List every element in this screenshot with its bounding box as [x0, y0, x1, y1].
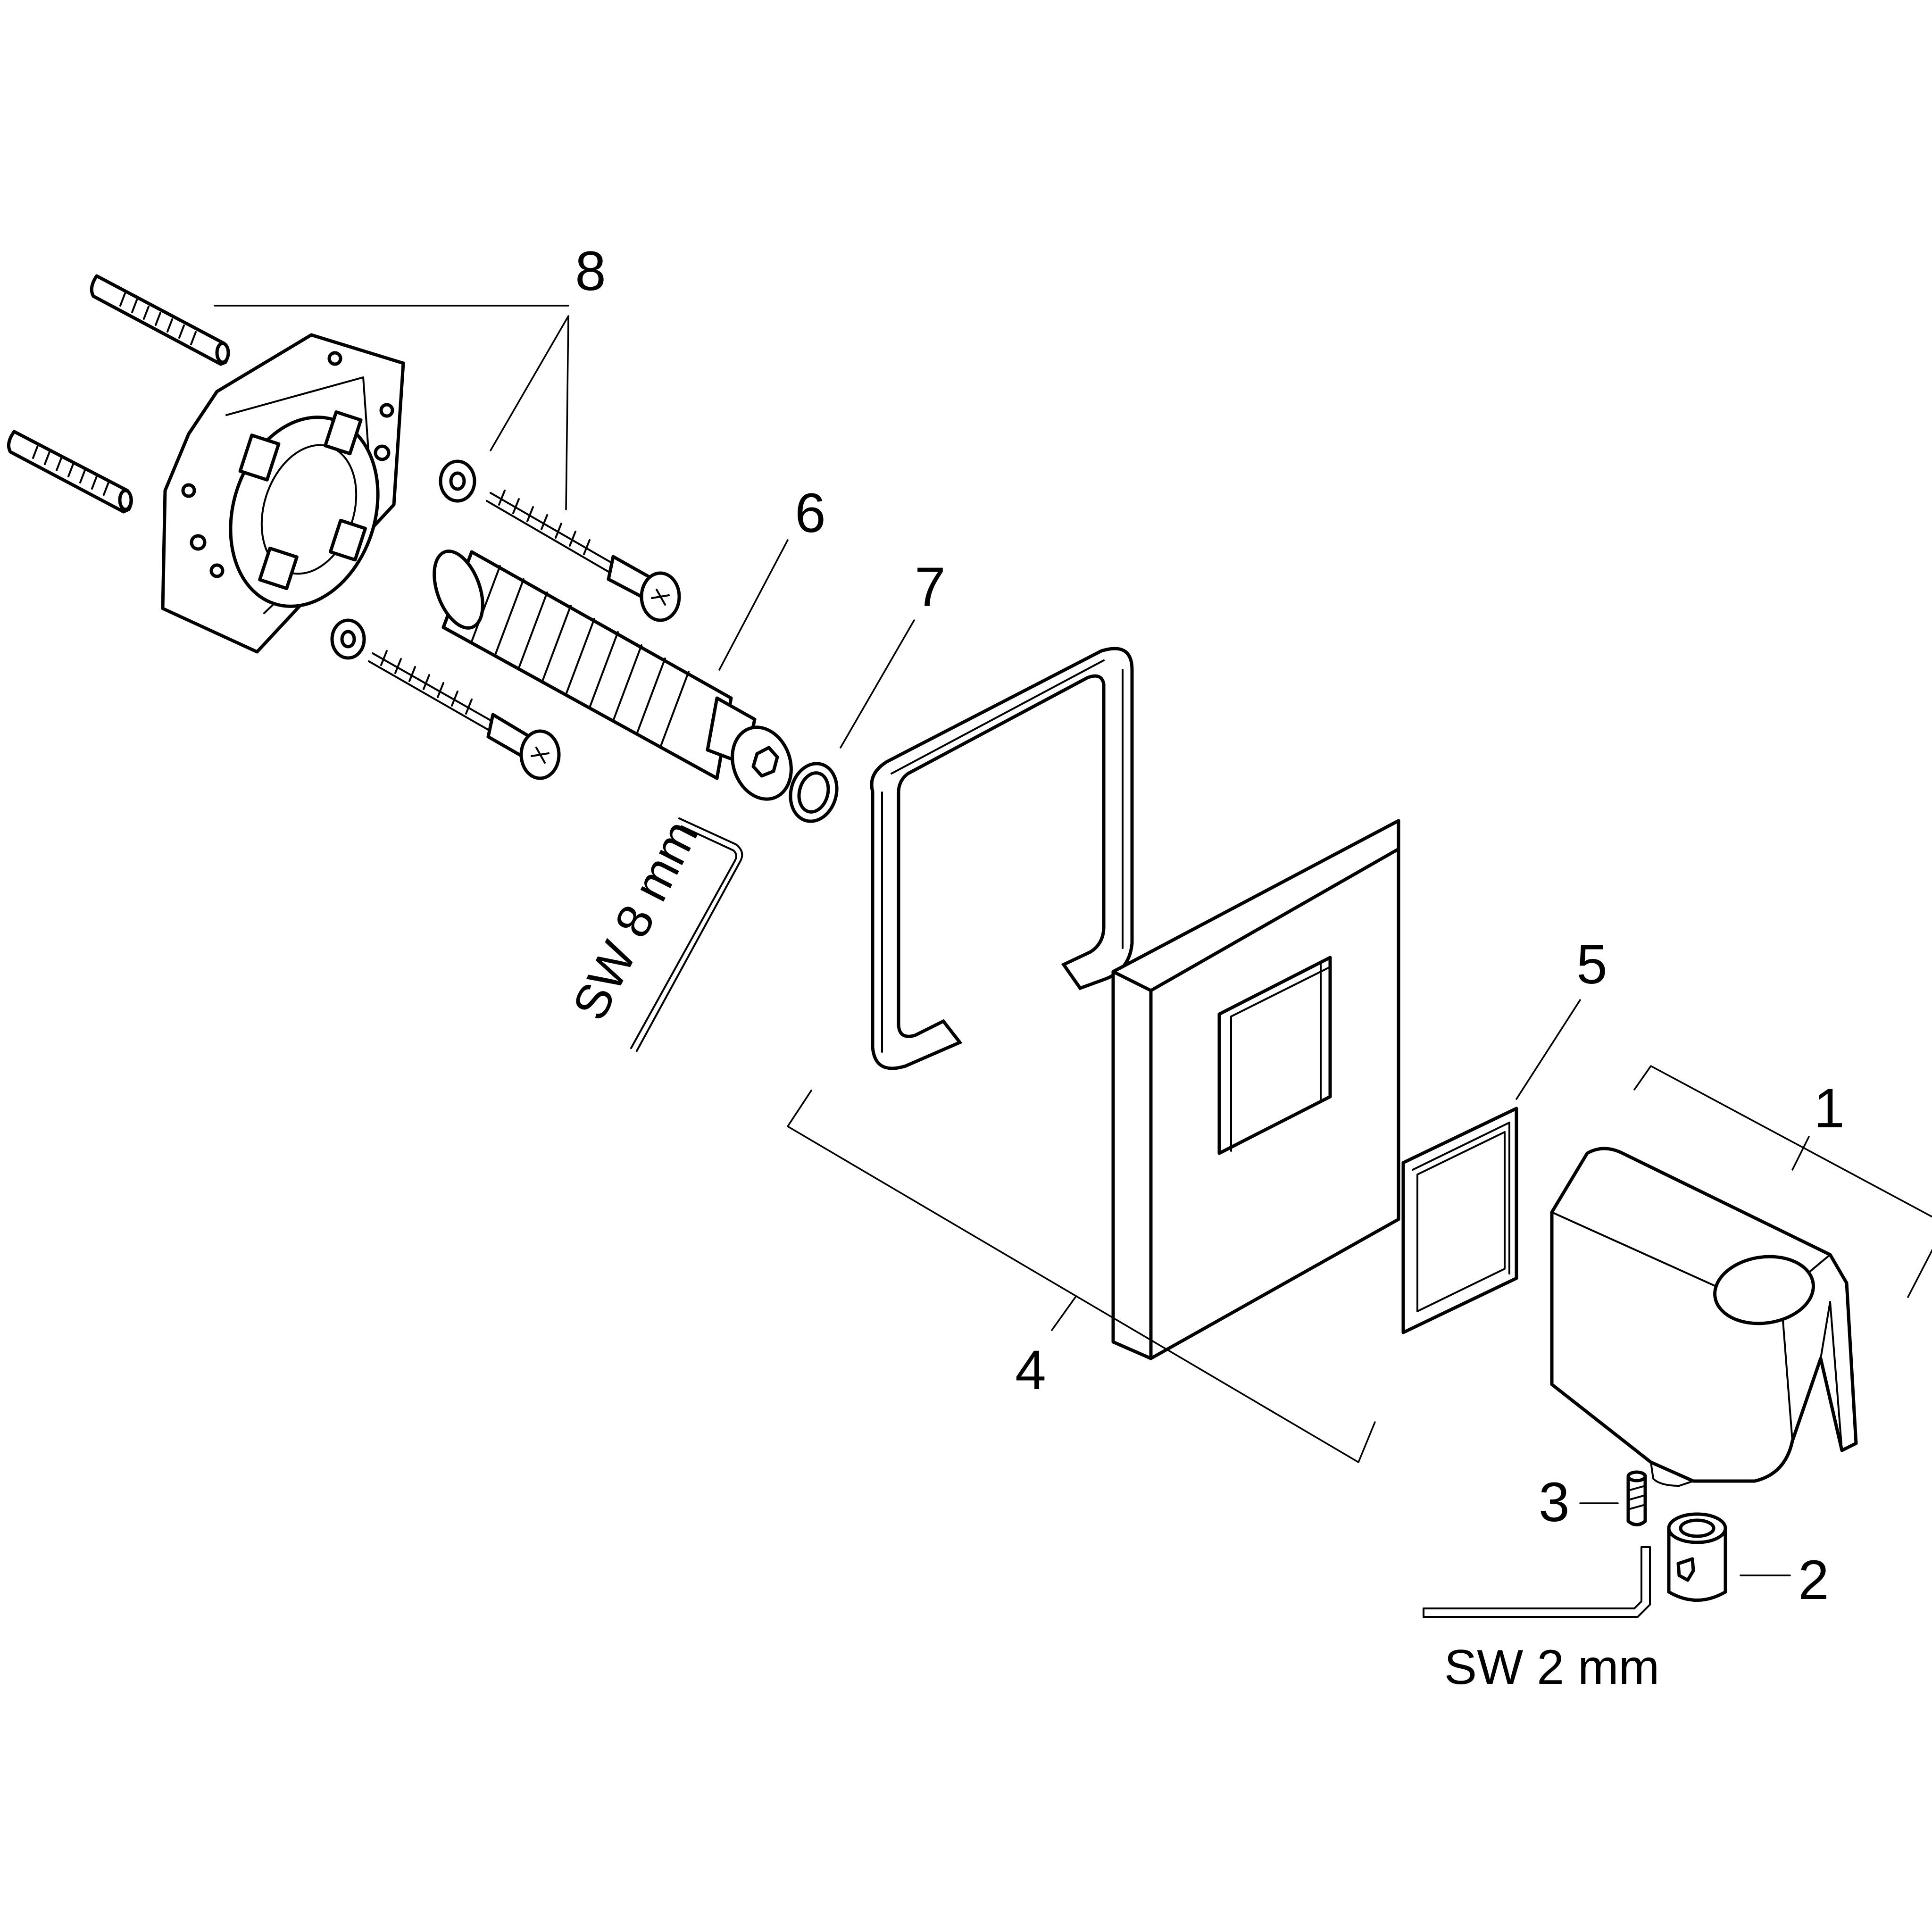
- connector-nut: [1667, 1512, 1727, 1602]
- extension-sleeve: [433, 550, 793, 801]
- mounting-plate: [161, 333, 405, 654]
- label-part-4: 4: [1015, 1339, 1046, 1401]
- shower-holder: [1550, 1147, 1858, 1487]
- hex-key-8mm: [630, 817, 743, 1052]
- label-part-5: 5: [1576, 933, 1607, 996]
- label-hex-key-2mm: SW 2 mm: [1444, 1640, 1659, 1695]
- label-part-7: 7: [915, 556, 946, 618]
- label-hex-key-8mm: SW 8 mm: [562, 812, 709, 1028]
- cover-plate: [1111, 819, 1400, 1360]
- label-part-8: 8: [575, 240, 606, 302]
- label-part-1: 1: [1814, 1077, 1845, 1140]
- screw-lower: [368, 650, 561, 780]
- label-part-3: 3: [1539, 1471, 1570, 1533]
- o-ring: [789, 762, 839, 823]
- washer-lower: [330, 618, 366, 660]
- seal-frame: [870, 647, 1134, 1070]
- gasket: [1401, 1107, 1518, 1334]
- hex-key-2mm: [1423, 1546, 1651, 1618]
- label-part-6: 6: [795, 482, 826, 544]
- wall-plug-upper: [90, 274, 230, 366]
- label-part-2: 2: [1798, 1549, 1829, 1611]
- wall-plug-lower: [7, 430, 133, 514]
- set-screw: [1626, 1470, 1647, 1526]
- washer-upper: [439, 459, 476, 503]
- screw-upper: [486, 490, 681, 622]
